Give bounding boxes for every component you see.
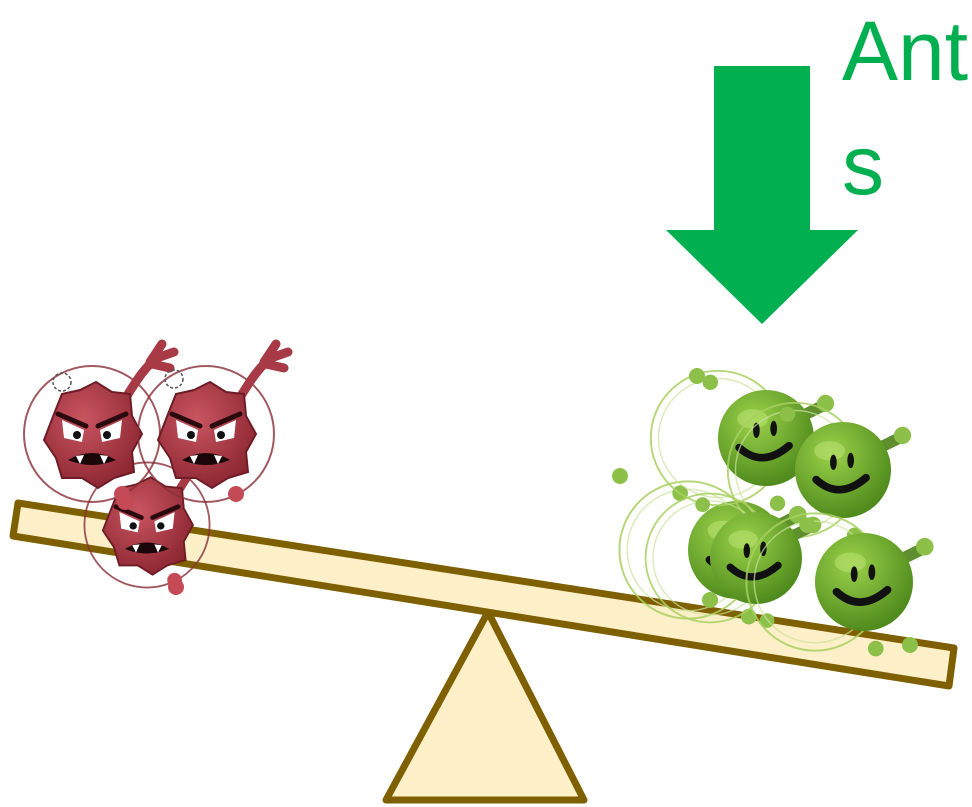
smiling-green-microbe-icon [612,368,934,656]
angry-red-microbe-icon [24,344,288,595]
label-line-2: s [842,118,884,212]
label-line-1: Ant [842,4,968,98]
down-arrow-icon [666,66,858,324]
fulcrum-triangle [382,608,588,804]
